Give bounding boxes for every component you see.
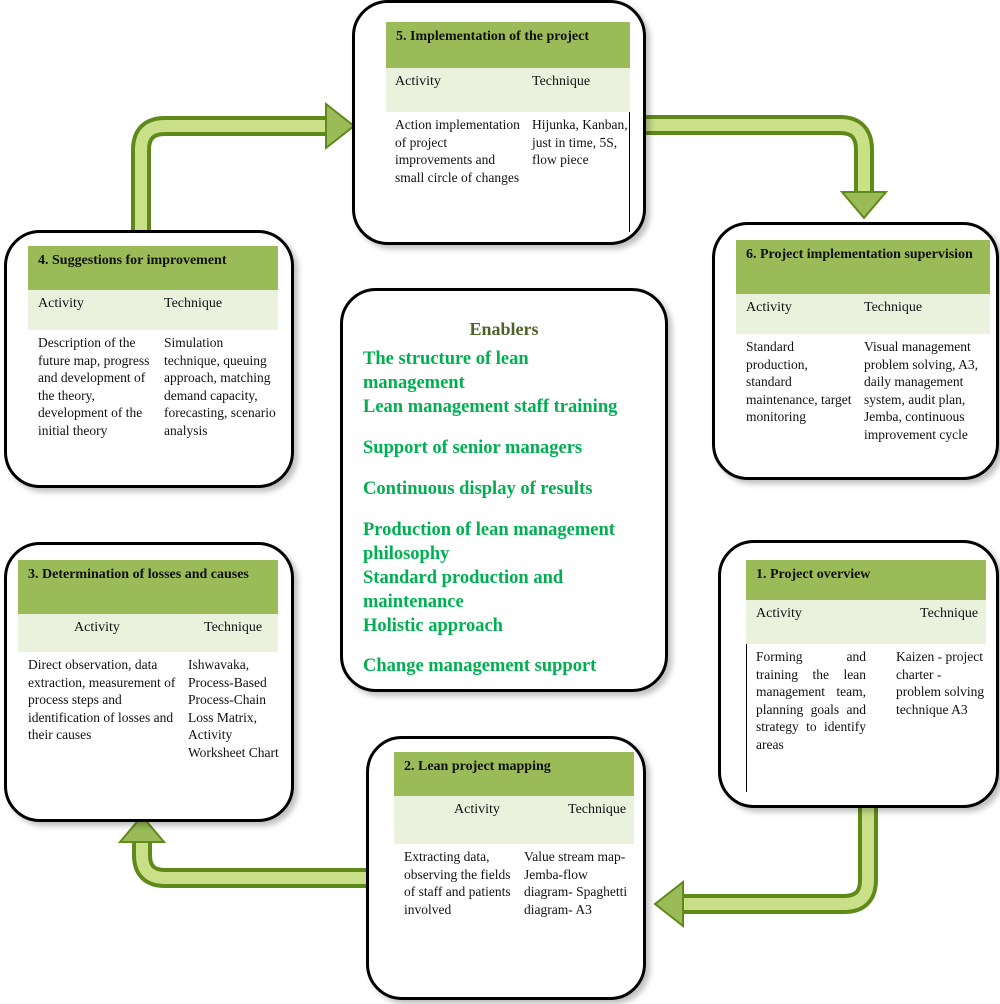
stage-4-title: 4. Suggestions for improvement <box>28 246 278 290</box>
enabler-item: Support of senior managers <box>363 438 583 458</box>
stage-5-body: Action implementation of project improve… <box>386 112 630 238</box>
arrow-2-to-3 <box>117 814 366 888</box>
stage-3-activity: Direct observation, data extraction, mea… <box>28 657 176 742</box>
stage-5-title: 5. Implementation of the project <box>386 22 630 68</box>
stage-3-body: Direct observation, data extraction, mea… <box>18 652 279 792</box>
stage-4-activity: Description of the future map, progress … <box>38 335 150 438</box>
arrow-1-to-2 <box>653 800 878 929</box>
stage-4-body: Description of the future map, progress … <box>28 330 278 464</box>
stage-3-title: 3. Determination of losses and causes <box>18 560 278 614</box>
enabler-item: Production of lean management philosophy <box>363 520 615 564</box>
activity-label: Activity <box>38 296 84 311</box>
stage-6-technique: Visual management problem solving, A3, d… <box>864 339 978 442</box>
stage-2-title: 2. Lean project mapping <box>394 752 634 796</box>
technique-label: Technique <box>164 296 223 311</box>
stage-6-header: Activity Technique <box>736 294 990 334</box>
stage-1-title: 1. Project overview <box>746 560 986 600</box>
activity-label: Activity <box>74 620 120 635</box>
stage-5-header: Activity Technique <box>386 68 630 112</box>
technique-label: Technique <box>204 620 263 635</box>
activity-label: Activity <box>756 606 802 621</box>
stage-1-technique: Kaizen - project charter - problem solvi… <box>896 649 985 717</box>
enabler-item: The structure of lean management <box>363 349 529 393</box>
table-border <box>746 644 747 792</box>
stage-3-technique: Ishwavaka, Process-Based Process-Chain L… <box>188 657 279 760</box>
stage-2-header: Activity Technique <box>394 796 634 844</box>
enabler-item: Lean management staff training <box>363 397 618 417</box>
enabler-item: Holistic approach <box>363 616 503 636</box>
stage-2-table: 2. Lean project mapping Activity Techniq… <box>394 752 634 954</box>
stage-1-body: Forming and training the lean management… <box>746 644 986 794</box>
stage-2-activity: Extracting data, observing the fields of… <box>404 849 511 917</box>
stage-6-body: Standard production, standard maintenanc… <box>736 334 990 474</box>
stage-6-table: 6. Project implementation supervision Ac… <box>736 240 990 474</box>
enablers-title: Enablers <box>469 319 539 339</box>
stage-6-activity: Standard production, standard maintenanc… <box>746 339 852 424</box>
stage-4-technique: Simulation technique, queuing approach, … <box>164 335 276 438</box>
activity-label: Activity <box>746 300 792 315</box>
stage-1-header: Activity Technique <box>746 600 986 644</box>
stage-5-activity: Action implementation of project improve… <box>395 117 520 185</box>
stage-4-header: Activity Technique <box>28 290 278 330</box>
arrow-4-to-5 <box>131 101 356 230</box>
stage-5-technique: Hijunka, Kanban, just in time, 5S, flow … <box>532 117 628 167</box>
stage-2-technique: Value stream map-Jemba-flow diagram- Spa… <box>524 849 628 917</box>
technique-label: Technique <box>920 606 979 621</box>
enabler-item: Change management support <box>363 656 597 676</box>
enabler-item: Standard production and maintenance <box>363 568 564 612</box>
technique-label: Technique <box>864 300 923 315</box>
stage-3-header: Activity Technique <box>18 614 278 652</box>
stage-4-table: 4. Suggestions for improvement Activity … <box>28 246 278 464</box>
stage-1-table: 1. Project overview Activity Technique F… <box>746 560 986 794</box>
technique-label: Technique <box>532 74 591 89</box>
stage-1-activity: Forming and training the lean management… <box>756 649 866 752</box>
arrow-5-to-6 <box>640 115 889 220</box>
stage-3-table: 3. Determination of losses and causes Ac… <box>18 560 279 792</box>
enablers-box: Enablers The structure of lean managemen… <box>340 288 668 692</box>
technique-label: Technique <box>568 802 627 817</box>
stage-5-table: 5. Implementation of the project Activit… <box>386 22 630 238</box>
stage-2-body: Extracting data, observing the fields of… <box>394 844 634 954</box>
activity-label: Activity <box>395 74 441 89</box>
stage-6-title: 6. Project implementation supervision <box>736 240 990 294</box>
enabler-item: Continuous display of results <box>363 479 593 499</box>
activity-label: Activity <box>454 802 500 817</box>
table-border <box>629 112 630 232</box>
